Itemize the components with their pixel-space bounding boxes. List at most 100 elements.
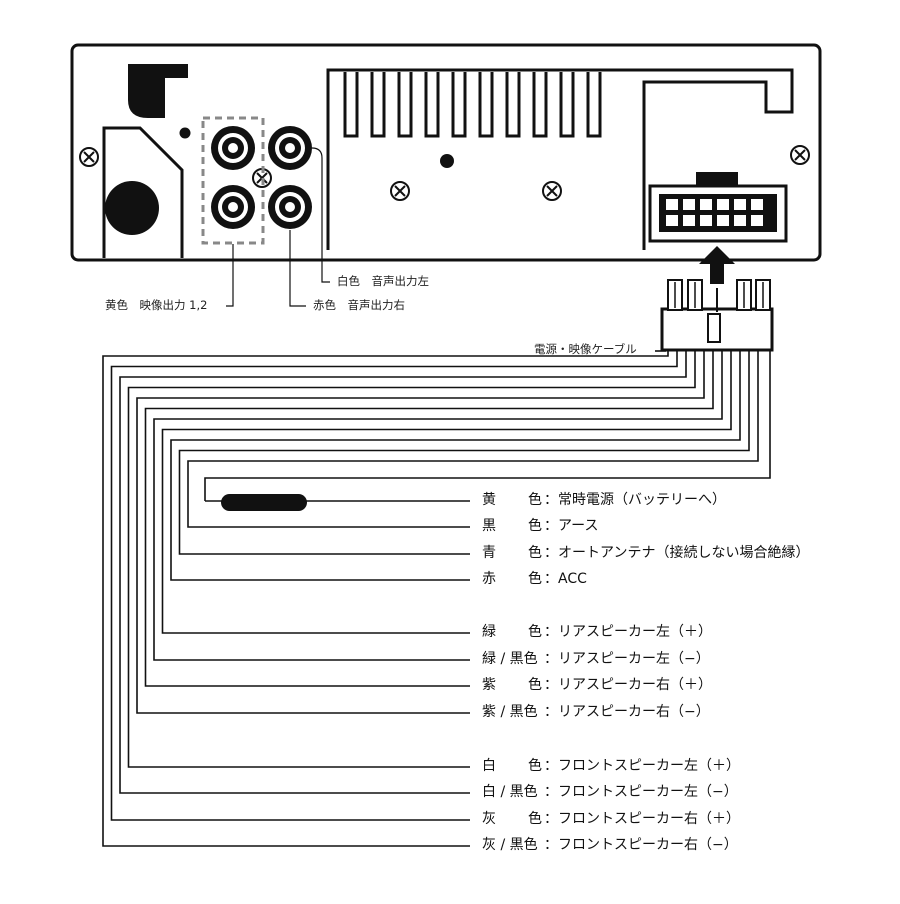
separator: ： — [544, 492, 558, 508]
separator: ： — [544, 811, 558, 827]
wire-harness — [102, 350, 771, 847]
connector-pin — [700, 215, 712, 226]
wire-label: 白 色：フロントスピーカー左（＋） — [482, 759, 740, 773]
heatsink-fins — [343, 72, 602, 138]
wire-label: 赤 色：ACC — [482, 572, 587, 586]
wire-label: 黒色：アース — [482, 519, 598, 533]
wire-line — [178, 350, 750, 555]
wire-label: 白 / 黒色 ：フロントスピーカー左（−） — [482, 785, 738, 799]
separator: ： — [544, 704, 558, 720]
connector-pin — [734, 215, 746, 226]
wire-color: 黄 — [482, 492, 496, 508]
wire-label: 灰 色：フロントスピーカー右（＋） — [482, 812, 740, 826]
wire-color: 白 — [482, 758, 496, 774]
wire-color: 白 / 黒色 — [482, 784, 538, 800]
wire-line — [187, 350, 759, 528]
connector-pin — [683, 215, 695, 226]
wire-color: 黒 — [482, 518, 496, 534]
callout-white-audio: 白色 音声出力左 — [337, 274, 429, 288]
wire-color-suffix: 色 — [528, 545, 542, 561]
wire-description: 常時電源（バッテリーへ） — [558, 492, 726, 508]
wire-description: リアスピーカー右（−） — [558, 704, 710, 720]
wire-description: オートアンテナ（接続しない場合絶縁） — [558, 545, 810, 561]
wire-description: ACC — [558, 571, 587, 587]
wire-label: 紫 色：リアスピーカー右（＋） — [482, 678, 712, 692]
wire-line — [127, 350, 696, 768]
connector-pin — [734, 199, 746, 210]
callout-red-audio: 赤色 音声出力右 — [313, 298, 405, 312]
separator: ： — [544, 677, 558, 693]
wiring-plug — [660, 279, 774, 352]
video-jack-group — [201, 116, 265, 245]
connector-pin — [666, 199, 678, 210]
wire-color: 灰 — [482, 811, 496, 827]
rca-jack-video1 — [211, 126, 255, 170]
rca-jack-audio-left — [268, 126, 312, 170]
wire-line — [144, 350, 714, 687]
heatsink-outline — [326, 68, 794, 250]
connector-pin — [683, 199, 695, 210]
wire-color: 緑 / 黒色 — [482, 651, 538, 667]
wire-label: 緑 色：リアスピーカー左（＋） — [482, 625, 712, 639]
round-hole — [105, 181, 159, 235]
wire-label: 灰 / 黒色：フロントスピーカー右（−） — [482, 838, 738, 852]
screw-icon — [390, 181, 410, 201]
wire-line — [153, 350, 723, 661]
wire-label: 黄 色：常時電源（バッテリーへ） — [482, 493, 726, 507]
wire-color: 紫 / 黒色 — [482, 704, 538, 720]
wire-label: 紫 / 黒色 ：リアスピーカー右（−） — [482, 705, 710, 719]
wire-description: リアスピーカー左（−） — [558, 651, 710, 667]
separator: ： — [544, 571, 558, 587]
wire-color-suffix: 色 — [528, 677, 542, 693]
wire-color: 緑 — [482, 624, 496, 640]
wire-color-suffix: 色 — [528, 571, 542, 587]
separator: ： — [544, 758, 558, 774]
wire-line — [136, 350, 705, 714]
rca-jack-audio-right — [268, 185, 312, 229]
connector-pin — [751, 215, 763, 226]
wire-line — [102, 350, 669, 847]
wire-description: フロントスピーカー左（＋） — [558, 758, 740, 774]
separator: ： — [544, 651, 558, 667]
wire-color: 赤 — [482, 571, 496, 587]
head-unit-rear-panel — [70, 43, 822, 262]
wire-description: フロントスピーカー左（−） — [558, 784, 738, 800]
bracket — [102, 126, 184, 258]
callout-yellow-video: 黄色 映像出力 1,2 — [105, 298, 208, 312]
wire-description: リアスピーカー左（＋） — [558, 624, 712, 640]
wire-color: 紫 — [482, 677, 496, 693]
wire-description: アース — [558, 518, 599, 534]
wire-label: 青 色：オートアンテナ（接続しない場合絶縁） — [482, 546, 809, 560]
screw-icon — [79, 147, 99, 167]
wire-description: リアスピーカー右（＋） — [558, 677, 712, 693]
wire-description: フロントスピーカー右（−） — [558, 837, 738, 853]
wire-color: 青 — [482, 545, 496, 561]
wire-description: フロントスピーカー右（＋） — [558, 811, 740, 827]
fuse-holder — [221, 494, 307, 511]
callout-cable: 電源・映像ケーブル — [534, 342, 637, 356]
wire-line — [204, 350, 771, 501]
wire-color-suffix: 色 — [528, 811, 542, 827]
screw-icon — [790, 145, 810, 165]
wire-line — [119, 350, 687, 794]
separator: ： — [544, 784, 558, 800]
wire-color: 灰 / 黒色 — [482, 837, 538, 853]
separator: ： — [544, 545, 558, 561]
wire-color-suffix: 色 — [528, 492, 542, 508]
rca-jack-video2 — [211, 185, 255, 229]
screw-icon — [542, 181, 562, 201]
wire-color-suffix: 色 — [528, 624, 542, 640]
wire-color-suffix: 色 — [528, 758, 542, 774]
wire-line — [170, 350, 741, 581]
wire-line — [110, 350, 678, 821]
connector-pin — [717, 199, 729, 210]
power-connector-socket — [648, 172, 788, 243]
wire-color-suffix: 色 — [528, 518, 542, 534]
wire-line — [161, 350, 732, 634]
connector-pin — [751, 199, 763, 210]
separator: ： — [544, 624, 558, 640]
wire-label: 緑 / 黒色 ：リアスピーカー左（−） — [482, 652, 710, 666]
connector-pin — [666, 215, 678, 226]
